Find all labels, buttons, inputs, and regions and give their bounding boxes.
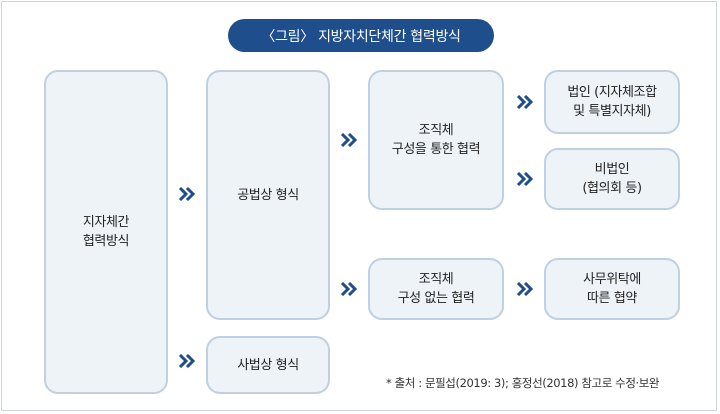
diagram-title: 〈그림〉 지방자치단체간 협력방식 (228, 19, 494, 52)
node-root-label: 지자체간 협력방식 (82, 215, 130, 249)
node-public-law: 공법상 형식 (206, 70, 330, 320)
node-org-cooperation-label: 조직체 구성을 통한 협력 (391, 123, 481, 157)
double-chevron-right-icon (516, 95, 534, 109)
node-no-org-cooperation-label: 조직체 구성 없는 협력 (397, 272, 475, 306)
node-public-law-label: 공법상 형식 (237, 187, 299, 203)
node-non-corporate: 비법인 (협의회 등) (544, 148, 680, 210)
source-note: * 출처 : 문필섭(2019: 3); 홍정선(2018) 참고로 수정·보완 (386, 376, 660, 390)
double-chevron-right-icon (178, 187, 196, 201)
node-private-law: 사법상 형식 (206, 336, 330, 394)
double-chevron-right-icon (340, 133, 358, 147)
node-corporate-label: 법인 (지자체조합 및 특별지자체) (567, 85, 657, 119)
node-private-law-label: 사법상 형식 (237, 357, 299, 373)
node-admin-delegation-label: 사무위탁에 따른 협약 (583, 272, 641, 306)
double-chevron-right-icon (340, 282, 358, 296)
double-chevron-right-icon (516, 172, 534, 186)
node-org-cooperation: 조직체 구성을 통한 협력 (368, 70, 504, 210)
node-admin-delegation: 사무위탁에 따른 협약 (544, 258, 680, 320)
node-corporate: 법인 (지자체조합 및 특별지자체) (544, 70, 680, 134)
double-chevron-right-icon (178, 354, 196, 368)
double-chevron-right-icon (516, 282, 534, 296)
node-no-org-cooperation: 조직체 구성 없는 협력 (368, 258, 504, 320)
diagram-title-text: 〈그림〉 지방자치단체간 협력방식 (261, 28, 461, 45)
node-root: 지자체간 협력방식 (44, 70, 168, 394)
node-non-corporate-label: 비법인 (협의회 등) (582, 162, 642, 196)
